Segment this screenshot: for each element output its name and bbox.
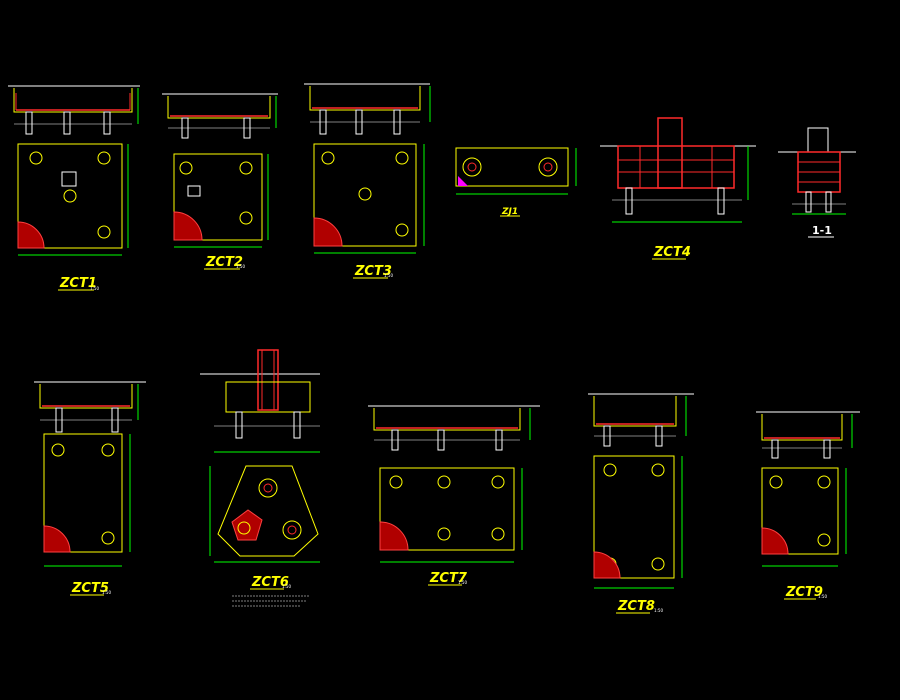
zct2-section (162, 93, 278, 139)
zct2-detail: ZCT2 1:50 (162, 93, 278, 270)
zct8-scale: 1:50 (654, 608, 663, 613)
zj1-detail: ZJ1 (455, 147, 577, 217)
zct3-scale: 1:50 (384, 273, 393, 278)
zct3-detail: ZCT3 1:50 (304, 83, 431, 279)
zct5-scale: 1:50 (102, 590, 111, 595)
section-1-1-label: 1-1 (812, 224, 832, 237)
zct4-detail: ZCT4 (600, 117, 756, 260)
zct2-label: ZCT2 (205, 255, 243, 270)
zct5-detail: ZCT5 1:50 (34, 381, 146, 596)
zct9-scale: 1:50 (818, 594, 827, 599)
zct7-scale: 1:50 (458, 580, 467, 585)
zct9-detail: ZCT9 1:50 (756, 411, 860, 600)
zct2-scale: 1:50 (236, 264, 245, 269)
zct6-detail: ZCT6 1:50 (200, 349, 320, 607)
zct2-plan (173, 153, 269, 248)
zct7-detail: ZCT7 1:50 (368, 405, 540, 586)
zct7-label: ZCT7 (429, 571, 468, 586)
zct4-label: ZCT4 (653, 245, 691, 260)
zct3-section (304, 83, 431, 135)
section-1-1-detail: 1-1 (778, 127, 856, 238)
zct6-scale: 1:50 (282, 584, 291, 589)
zct8-label: ZCT8 (617, 599, 655, 614)
zj1-label: ZJ1 (501, 207, 518, 217)
zct5-label: ZCT5 (71, 581, 109, 596)
zct9-label: ZCT9 (785, 585, 823, 600)
zct1-scale: 1:50 (90, 286, 99, 291)
zct1-section (8, 85, 140, 135)
zct1-plan (17, 143, 129, 256)
zct6-label: ZCT6 (251, 575, 289, 590)
zct3-label: ZCT3 (354, 264, 392, 279)
zct8-detail: ZCT8 1:50 (588, 393, 694, 614)
zct1-detail: ZCT1 1:50 (8, 85, 140, 291)
zct3-plan (313, 143, 425, 254)
zct1-label: ZCT1 (59, 276, 97, 291)
